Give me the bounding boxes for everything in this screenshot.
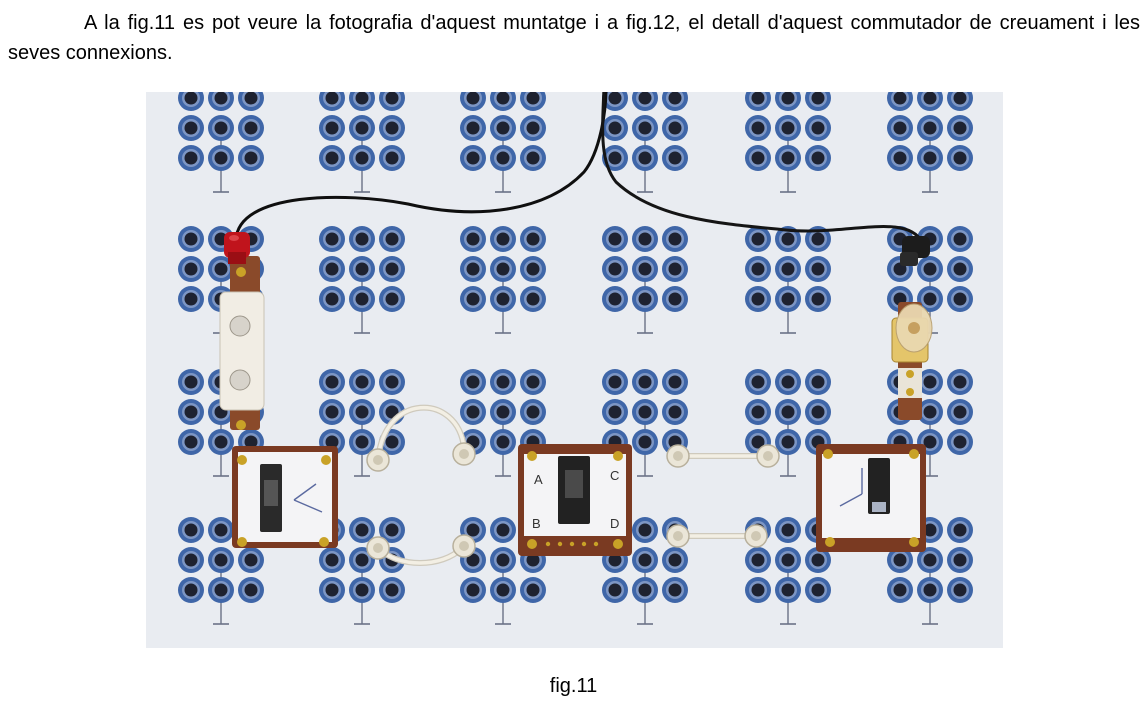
circuit-board-illustration: A C B D xyxy=(178,92,973,625)
black-plug xyxy=(900,236,930,266)
fuse-module xyxy=(219,256,265,430)
socket-cluster xyxy=(745,517,831,625)
jumper-plug xyxy=(366,448,390,472)
switch-module-right xyxy=(816,444,926,552)
black-wires xyxy=(234,92,924,244)
socket-cluster xyxy=(460,226,546,334)
figure-caption: fig.11 xyxy=(549,675,598,697)
socket-cluster xyxy=(745,92,831,193)
switch-module-left xyxy=(232,446,338,548)
socket-cluster xyxy=(745,226,831,334)
socket-cluster xyxy=(319,92,405,193)
socket-cluster xyxy=(602,226,688,334)
terminal-label-b: B xyxy=(532,516,541,531)
red-plug xyxy=(224,232,250,264)
socket-cluster xyxy=(460,92,546,193)
circuit-board-photo: A C B D xyxy=(146,92,1003,648)
jumper-plug xyxy=(452,442,476,466)
body-paragraph: A la fig.11 es pot veure la fotografia d… xyxy=(8,12,1140,64)
terminal-label-a: A xyxy=(534,472,543,487)
light-jumper-wires xyxy=(375,404,771,566)
socket-cluster xyxy=(602,369,688,477)
socket-cluster xyxy=(178,92,264,193)
terminal-label-d: D xyxy=(610,516,619,531)
socket-cluster xyxy=(602,92,688,193)
terminal-label-c: C xyxy=(610,468,619,483)
socket-cluster xyxy=(319,226,405,334)
lamp-module xyxy=(891,302,933,420)
black-wire-left xyxy=(234,92,608,242)
crossover-switch-module: A C B D xyxy=(518,444,632,556)
jumper-plug xyxy=(744,524,768,548)
jumper-plug xyxy=(366,536,390,560)
jumper-plugs xyxy=(366,442,780,560)
jumper-plug xyxy=(756,444,780,468)
jumper-plug xyxy=(666,524,690,548)
socket-clusters xyxy=(178,92,973,625)
jumper-plug xyxy=(452,534,476,558)
jumper-plug xyxy=(666,444,690,468)
socket-cluster xyxy=(887,92,973,193)
black-wire-right xyxy=(601,92,924,244)
